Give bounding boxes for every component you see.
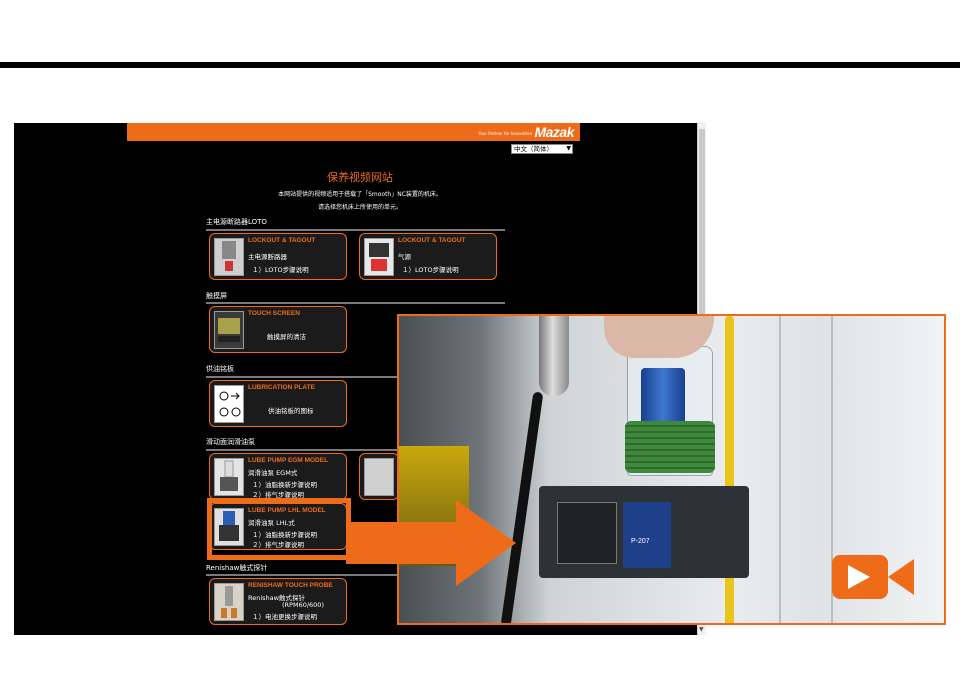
card-subtitle: 气源 (398, 253, 411, 261)
card-link[interactable]: １）油脂换新步骤说明 (252, 531, 317, 539)
caution-label (557, 502, 617, 564)
card-subtitle: (RPM60/600) (282, 601, 324, 609)
selection-highlight (207, 498, 351, 560)
card-link[interactable]: 供油铭板的图标 (268, 407, 314, 415)
card-title: LOCKOUT & TAGOUT (398, 237, 466, 244)
card-link[interactable]: ２）排气步骤说明 (252, 491, 304, 499)
card-loto-breaker[interactable]: LOCKOUT & TAGOUT 主电源断路器 １）LOTO步骤说明 (209, 233, 347, 280)
card-loto-air[interactable]: LOCKOUT & TAGOUT 气源 １）LOTO步骤说明 (359, 233, 497, 280)
card-link[interactable]: 触摸屏的清洁 (267, 333, 306, 341)
pump-label (623, 502, 671, 568)
lubrication-plate-thumbnail (214, 385, 244, 423)
intro-text: 请选择您机床上所使用的单元。 (317, 204, 402, 211)
scrollbar-thumb[interactable] (699, 129, 705, 329)
card-title: TOUCH SCREEN (248, 310, 300, 317)
card-subtitle: 主电源断路器 (248, 253, 287, 261)
card-lube-pump-other[interactable] (359, 453, 399, 500)
operator-hand (604, 316, 714, 358)
page-title: 保养视频网站 (327, 171, 393, 184)
language-select-value: 中文（简体） (514, 145, 553, 153)
card-subtitle: 润滑油泵 EGM式 (248, 469, 298, 477)
card-renishaw-probe[interactable]: RENISHAW TOUCH PROBE Renishaw触式探针 (RPM60… (209, 578, 347, 625)
card-link[interactable]: ２）排气步骤说明 (252, 541, 304, 549)
section-label-lubrication-plate: 供油铭板 (206, 365, 234, 373)
card-touch-screen[interactable]: TOUCH SCREEN 触摸屏的清洁 (209, 306, 347, 353)
card-title: LUBE PUMP LHL MODEL (248, 507, 326, 514)
intro-text: 本网站提供的视频适用于搭载了「Smooth」NC装置的机床。 (278, 191, 442, 198)
probe-thumbnail (214, 583, 244, 621)
section-divider (206, 376, 505, 378)
panel-seam (779, 316, 781, 623)
card-title: LOCKOUT & TAGOUT (248, 237, 316, 244)
mazak-logo[interactable]: Mazak (534, 124, 574, 140)
video-preview[interactable]: P-207 (397, 314, 946, 625)
card-link[interactable]: １）LOTO步骤说明 (252, 266, 309, 274)
section-divider (206, 449, 505, 451)
grease-cartridge (641, 368, 685, 428)
section-divider (206, 302, 505, 304)
card-title: RENISHAW TOUCH PROBE (248, 582, 333, 589)
card-lube-pump-egm[interactable]: LUBE PUMP EGM MODEL 润滑油泵 EGM式 １）油脂换新步骤说明… (209, 453, 347, 500)
chevron-down-icon: ▼ (566, 145, 571, 152)
yellow-hose (725, 316, 734, 623)
section-label-touch-screen: 触摸屏 (206, 292, 227, 300)
section-label-renishaw: Renishaw触式探针 (206, 564, 268, 572)
breaker-thumbnail (214, 238, 244, 276)
section-divider (206, 574, 505, 576)
air-thumbnail (364, 238, 394, 276)
grease-layer (625, 421, 715, 473)
touch-screen-thumbnail (214, 311, 244, 349)
egm-pump-thumbnail (214, 458, 244, 496)
card-title: LUBE PUMP EGM MODEL (248, 457, 329, 464)
card-subtitle: 润滑油泵 LHL式 (248, 519, 295, 527)
card-link[interactable]: １）电池更换步骤说明 (252, 613, 317, 621)
video-camera-icon[interactable] (830, 553, 916, 601)
site-header: Your Partner for Innovation Mazak (127, 123, 580, 141)
card-lubrication-plate[interactable]: LUBRICATION PLATE 供油铭板的图标 (209, 380, 347, 427)
logo-tagline: Your Partner for Innovation (478, 131, 532, 136)
right-arrow-icon (346, 500, 516, 586)
card-link[interactable]: １）油脂换新步骤说明 (252, 481, 317, 489)
card-lube-pump-lhl[interactable]: LUBE PUMP LHL MODEL 润滑油泵 LHL式 １）油脂换新步骤说明… (209, 503, 347, 550)
card-title: LUBRICATION PLATE (248, 384, 315, 391)
section-label-loto: 主电源断路器LOTO (206, 218, 267, 226)
language-select[interactable]: 中文（简体） ▼ (511, 144, 573, 154)
lhl-pump-thumbnail (214, 508, 244, 546)
pump-model-text: P-207 (631, 538, 650, 545)
chevron-down-icon[interactable]: ▼ (699, 626, 704, 633)
panel-seam (831, 316, 833, 623)
card-link[interactable]: １）LOTO步骤说明 (402, 266, 459, 274)
pump-thumbnail (364, 458, 394, 496)
air-cylinder (539, 316, 569, 396)
section-divider (206, 229, 505, 231)
card-subtitle: Renishaw触式探针 (248, 594, 305, 602)
section-label-lube-pump: 滑动面润滑油泵 (206, 438, 255, 446)
top-divider (0, 62, 960, 68)
